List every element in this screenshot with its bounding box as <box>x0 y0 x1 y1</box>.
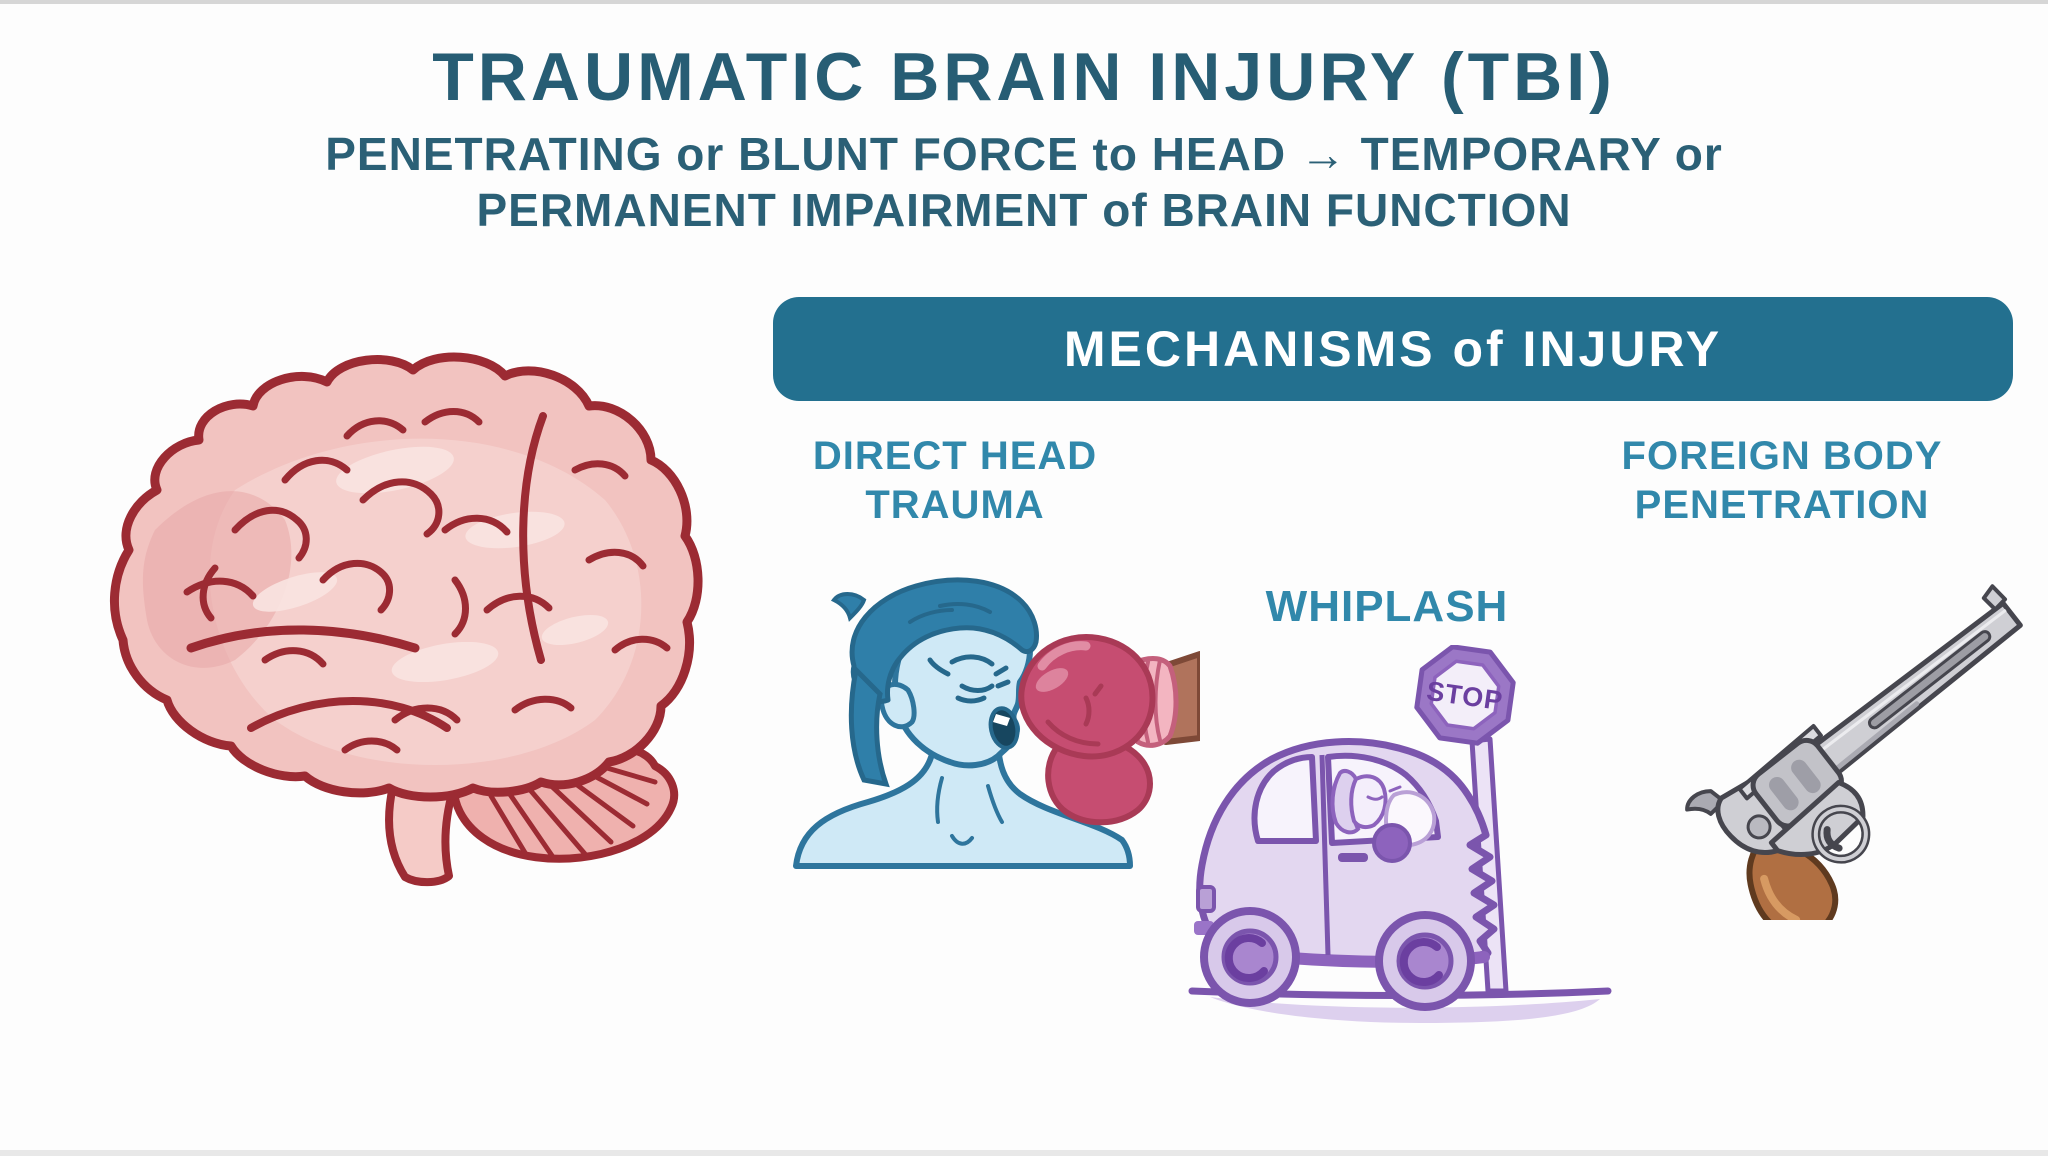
car-crash-stop-sign-icon: STOP <box>1188 645 1612 1023</box>
subtitle-line-2: PERMANENT IMPAIRMENT of BRAIN FUNCTION <box>476 184 1572 237</box>
rear-wheel <box>1200 907 1300 1007</box>
door-handle <box>1338 853 1368 862</box>
foreign-body-penetration-illustration <box>1645 580 2035 920</box>
stop-sign: STOP <box>1414 645 1516 746</box>
brain-lateral-view-icon <box>109 352 703 887</box>
gun-hammer <box>1685 789 1726 816</box>
front-wheel <box>1375 911 1475 1011</box>
subtitle-line-1: PENETRATING or BLUNT FORCE to HEAD → TEM… <box>325 128 1723 180</box>
side-mirror <box>1372 823 1412 863</box>
brain-illustration <box>95 330 710 890</box>
label-foreign-body-penetration: FOREIGN BODY PENETRATION <box>1621 434 1943 527</box>
label-whiplash: WHIPLASH <box>1265 582 1509 631</box>
whiplash-illustration: STOP <box>1180 645 1620 1025</box>
revolver-icon <box>1685 584 2023 920</box>
label-direct-head-trauma: DIRECT HEAD TRAUMA <box>812 434 1098 527</box>
frame-medallion <box>1746 814 1772 840</box>
top-frame-bar <box>0 0 2048 4</box>
page-title: TRAUMATIC BRAIN INJURY (TBI) <box>432 39 1616 115</box>
mechanisms-banner-label: MECHANISMS of INJURY <box>1063 321 1723 377</box>
tail-light <box>1196 885 1216 913</box>
bottom-frame-bar <box>0 1150 2048 1156</box>
page-subtitle: PENETRATING or BLUNT FORCE to HEAD → TEM… <box>0 126 2048 238</box>
man-punched-by-boxing-glove-icon <box>793 577 1200 869</box>
direct-head-trauma-illustration <box>790 570 1200 870</box>
mechanisms-banner: MECHANISMS of INJURY <box>773 297 2013 401</box>
driver-head <box>1349 774 1388 830</box>
